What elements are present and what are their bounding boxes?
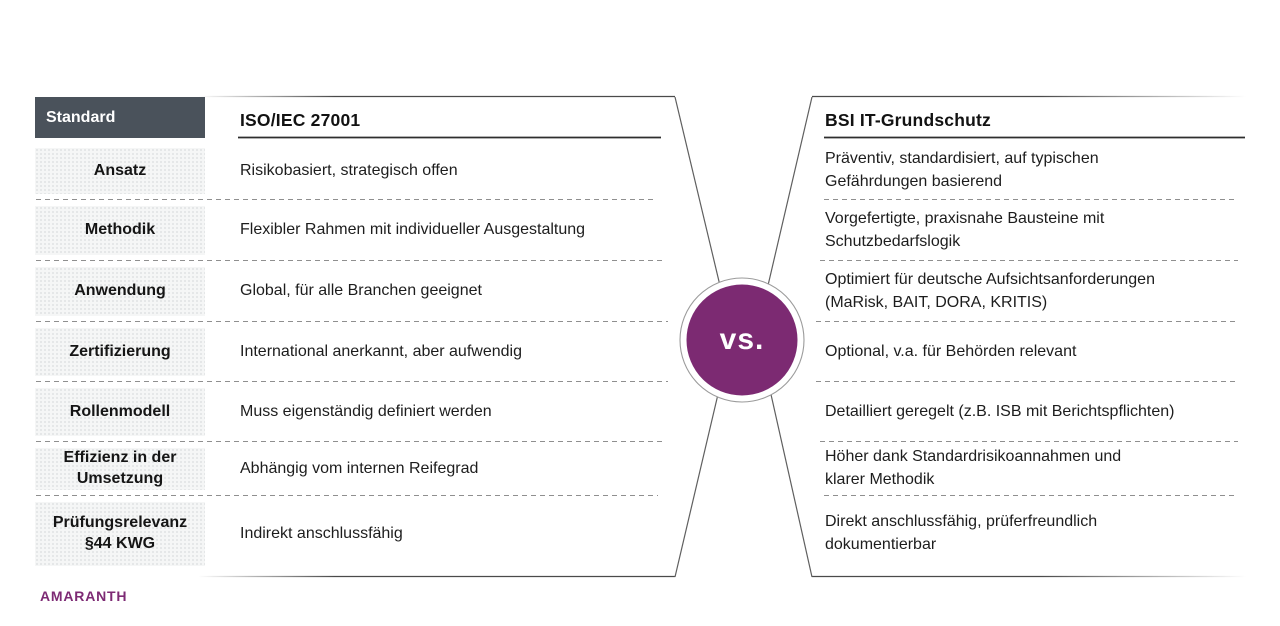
label-column: Standard [35, 97, 205, 138]
iso-cell: Indirekt anschlussfähig [240, 524, 403, 542]
bsi-cell: Optional, v.a. für Behörden relevant [825, 342, 1077, 360]
row-label: Effizienz in der Umsetzung [35, 442, 205, 496]
vs-badge: vs. [719, 323, 765, 356]
iso-cell: Global, für alle Branchen geeignet [240, 282, 482, 300]
iso-cell: Flexibler Rahmen mit individueller Ausge… [240, 221, 586, 239]
row-labels: Ansatz Methodik Anwendung Zertifizierung… [35, 142, 205, 572]
row-label: Rollenmodell [35, 382, 205, 442]
iso-cell: Risikobasiert, strategisch offen [240, 161, 458, 179]
brand-logo: AMARANTH [40, 588, 128, 604]
iso-cell: International anerkannt, aber aufwendig [240, 342, 522, 360]
iso-column-title: ISO/IEC 27001 [240, 109, 361, 130]
standard-header-label: Standard [46, 108, 116, 126]
row-label: Anwendung [35, 261, 205, 322]
row-label: Methodik [35, 200, 205, 261]
bsi-cell: Detailliert geregelt (z.B. ISB mit Beric… [825, 402, 1175, 420]
standard-header-box: Standard [35, 97, 205, 138]
bsi-column-title: BSI IT-Grundschutz [825, 109, 991, 130]
row-label: Ansatz [35, 142, 205, 200]
iso-cell: Abhängig vom internen Reifegrad [240, 459, 479, 477]
row-label: Prüfungsrelevanz §44 KWG [35, 496, 205, 572]
bsi-cell: Optimiert für deutsche Aufsichtsanforder… [825, 270, 1155, 311]
iso-cell: Muss eigenständig definiert werden [240, 402, 492, 420]
iso-column: Risikobasiert, strategisch offen Flexibl… [240, 142, 660, 572]
bsi-column: Präventiv, standardisiert, auf typischen… [825, 142, 1243, 572]
row-label: Zertifizierung [35, 322, 205, 382]
bsi-cell: Präventiv, standardisiert, auf typischen… [825, 150, 1099, 190]
